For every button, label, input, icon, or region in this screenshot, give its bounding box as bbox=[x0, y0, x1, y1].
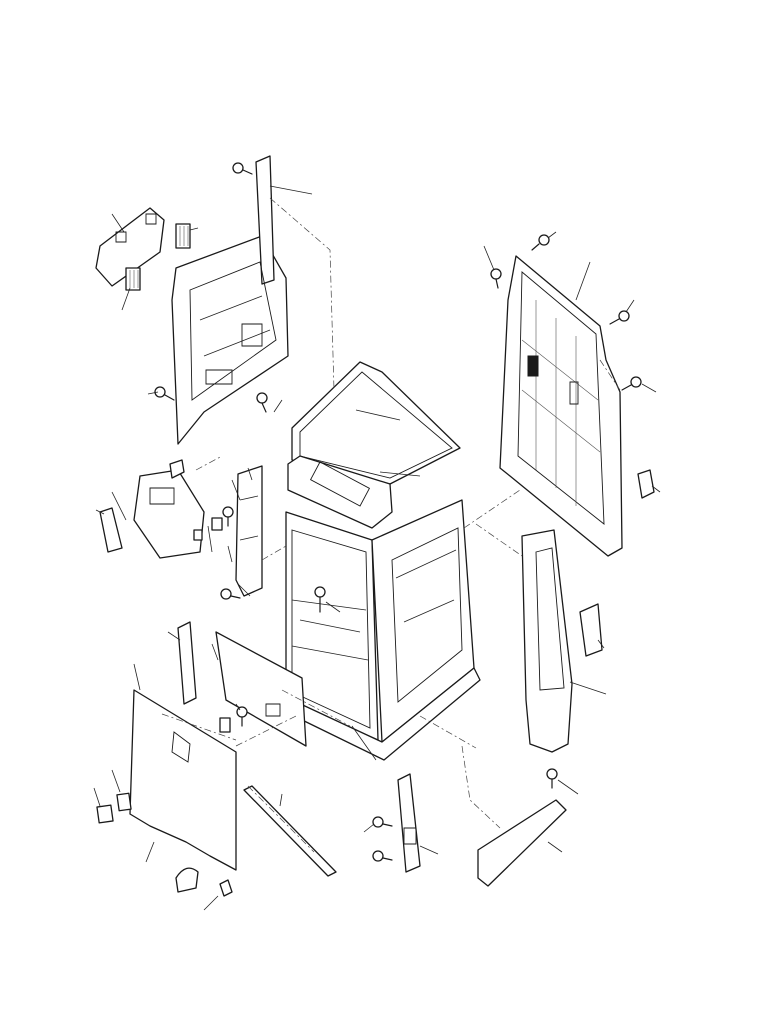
small-lower-parts bbox=[97, 718, 232, 896]
small-clips bbox=[194, 518, 222, 540]
main-unit-body bbox=[286, 362, 480, 760]
leader-lines bbox=[94, 186, 660, 910]
upper-left-grille-plates bbox=[126, 224, 190, 290]
lower-center-bracket bbox=[398, 774, 420, 872]
right-side-column-cover bbox=[522, 530, 602, 752]
left-cover-panel bbox=[130, 690, 236, 870]
left-vertical-bracket bbox=[178, 622, 196, 704]
upper-left-frame-panel bbox=[172, 156, 288, 444]
long-rod bbox=[244, 786, 336, 876]
upper-left-cover-bracket bbox=[96, 208, 164, 286]
upper-right-frame-panel bbox=[500, 256, 622, 556]
screws bbox=[155, 163, 641, 861]
left-side-cap bbox=[100, 508, 122, 552]
assembly-guide-lines bbox=[162, 198, 620, 852]
lower-right-rail bbox=[478, 800, 566, 886]
left-assembly-box bbox=[134, 460, 204, 558]
right-side-bracket bbox=[638, 470, 654, 498]
center-plate bbox=[216, 632, 306, 746]
left-rail-bracket bbox=[236, 466, 262, 596]
